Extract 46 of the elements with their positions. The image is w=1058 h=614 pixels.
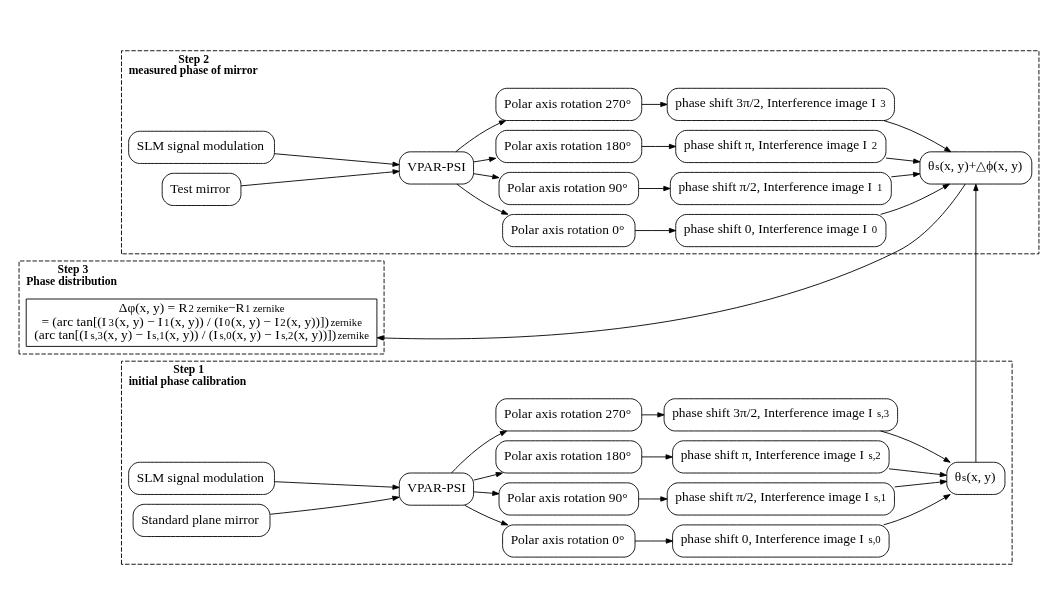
arrow [894,478,948,487]
arrow [880,183,950,215]
node-box: Δφ(x, y) = R2 zernike−R1 zernike = (arc tan[(I3(x, y) − I1(x, y)) / (I0(x, y) − I2(x, y))])zernike (arc tan[(Is,3(x, y) − Is,1(x, y)) / (Is,0(x, y) − Is,2(x, y))])zernike [25,298,378,347]
node-box: SLM signal modulation [128,461,275,495]
arrow [890,171,921,177]
arrow [634,537,673,544]
node-box: Polar axis rotation 90° [498,171,640,205]
node-box: Polar axis rotation 90° [498,481,640,515]
node-box: Polar axis rotation 0° [502,523,636,558]
arrow [888,467,947,477]
arrow [473,471,503,481]
arrow [641,411,665,417]
arrow [473,172,500,179]
arrow [455,119,507,152]
arrow [240,168,400,186]
node-box: VPAR-PSI [398,472,474,506]
arrow [456,183,509,215]
node-box: Polar axis rotation 270° [495,87,643,121]
arrow [883,119,952,152]
arrow [641,143,677,149]
node-box: Polar axis rotation 270° [495,397,643,431]
node-box: VPAR-PSI [398,150,474,184]
node-box: Test mirror [161,172,242,206]
node-box: Polar axis rotation 0° [502,213,636,247]
arrow [451,430,508,473]
arrow [473,490,500,496]
node-box: θs(x, y) [946,461,1006,495]
arrow [274,480,400,490]
node-box: Standard plane mirror [132,503,271,537]
node-box: Polar axis rotation 180° [495,129,643,163]
arrow [883,493,951,525]
arrow [269,495,400,515]
arrow [473,156,497,162]
node-box: θs(x, y)+△ϕ(x, y) [919,150,1033,184]
arrow [641,101,668,107]
node-box: Polar axis rotation 180° [495,439,643,473]
arrow [464,504,509,525]
node-box: SLM signal modulation [128,130,275,164]
arrow [641,453,673,460]
arrow [973,183,979,462]
arrow [376,183,966,341]
arrow [634,227,677,233]
arrow [638,185,671,191]
arrow [274,152,400,167]
arrow [885,157,921,164]
arrow [638,495,668,502]
